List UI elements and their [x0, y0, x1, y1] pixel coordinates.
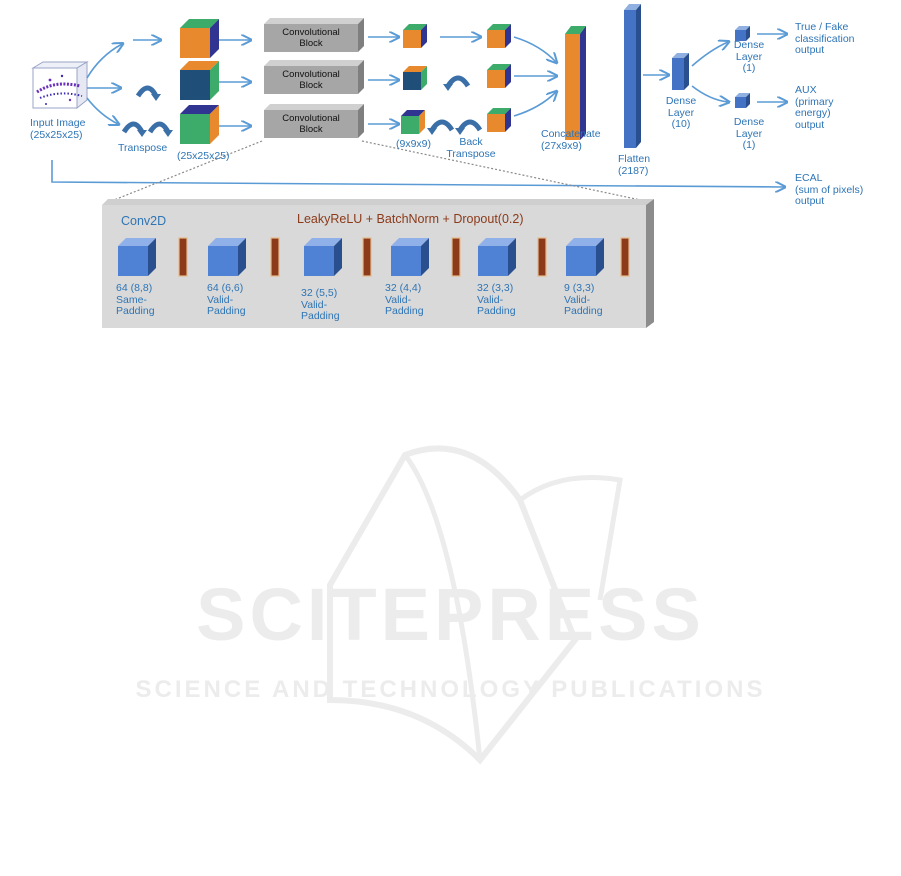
aux-output-label: AUX (primary energy) output: [795, 84, 834, 131]
dense-layer-10-label: Dense Layer (10): [665, 95, 697, 130]
cube-input-1: [180, 19, 219, 58]
flatten-label: Flatten (2187): [618, 153, 651, 177]
conv2d-label: Conv2D: [121, 214, 167, 228]
classification-output-label: True / Fake classification output: [795, 21, 855, 56]
transpose-label: Transpose: [118, 142, 168, 154]
watermark-subtitle: SCIENCE AND TECHNOLOGY PUBLICATIONS: [135, 676, 766, 703]
detail-layers: [118, 237, 630, 277]
convolutional-blocks: [264, 18, 364, 138]
cube-out-2: [403, 66, 427, 90]
leakyrelu-bar-3: [362, 237, 372, 277]
layer-label-4: 32 (4,4) Valid- Padding: [385, 282, 424, 317]
leakyrelu-bar-6: [620, 237, 630, 277]
conv-block-3-label: Convolutional Block: [282, 113, 340, 135]
input-arrows: [51, 34, 786, 187]
input-image-label: Input Image (25x25x25): [30, 117, 86, 141]
layer-label-6: 9 (3,3) Valid- Padding: [564, 282, 603, 317]
conv2d-cube-5: [478, 238, 516, 276]
leakyrelu-bar-5: [537, 237, 547, 277]
conv-block-1-label: Convolutional Block: [282, 27, 340, 49]
leakyrelu-banner: LeakyReLU + BatchNorm + Dropout(0.2): [297, 212, 524, 226]
dense-cube-1a: [735, 26, 750, 41]
leakyrelu-bar-2: [270, 237, 280, 277]
cube-out-3: [401, 110, 425, 134]
conv-block-2-label: Convolutional Block: [282, 69, 340, 91]
size-label-25: (25x25x25): [177, 150, 230, 162]
transpose-arrow-icons: [121, 75, 483, 134]
conv2d-cube-6: [566, 238, 604, 276]
conv-block-2: [264, 60, 364, 94]
cube-input-2: [180, 61, 219, 100]
cube-back-2: [487, 64, 511, 88]
conv2d-cube-2: [208, 238, 246, 276]
leakyrelu-bar-1: [178, 237, 188, 277]
concatenate-label: Concatenate (27x9x9): [541, 128, 601, 152]
conv-block-1: [264, 18, 364, 52]
cube-input-3: [180, 105, 219, 144]
dense-cube-1b: [735, 93, 750, 108]
watermark-title: SCITEPRESS: [196, 573, 705, 656]
conv2d-cube-1: [118, 238, 156, 276]
zoom-guide-lines: [103, 140, 651, 205]
layer-label-1: 64 (8,8) Same- Padding: [116, 282, 155, 317]
cube-icons: [180, 19, 750, 144]
cube-back-3: [487, 108, 511, 132]
conv2d-cube-4: [391, 238, 429, 276]
cube-back-1: [487, 24, 511, 48]
input-image-icon: [31, 61, 89, 110]
transpose-arrowheads: [137, 84, 465, 137]
ecal-output-label: ECAL (sum of pixels) output: [795, 172, 864, 207]
size-label-9: (9x9x9): [396, 138, 432, 150]
conv2d-cube-3: [304, 238, 342, 276]
dense-layer-1b-label: Dense Layer (1): [733, 116, 765, 151]
cube-out-1: [403, 24, 427, 48]
conv-block-3: [264, 104, 364, 138]
leakyrelu-bar-4: [451, 237, 461, 277]
concatenate-block: [565, 26, 586, 140]
layer-label-2: 64 (6,6) Valid- Padding: [207, 282, 246, 317]
dense-layer-1a-label: Dense Layer (1): [733, 39, 765, 74]
layer-label-5: 32 (3,3) Valid- Padding: [477, 282, 516, 317]
back-transpose-label: Back Transpose: [446, 136, 496, 160]
dense-layer-10: [672, 53, 689, 90]
detail-panel: [102, 199, 654, 328]
flatten-block: [624, 4, 641, 148]
layer-label-3: 32 (5,5) Valid- Padding: [301, 287, 340, 322]
